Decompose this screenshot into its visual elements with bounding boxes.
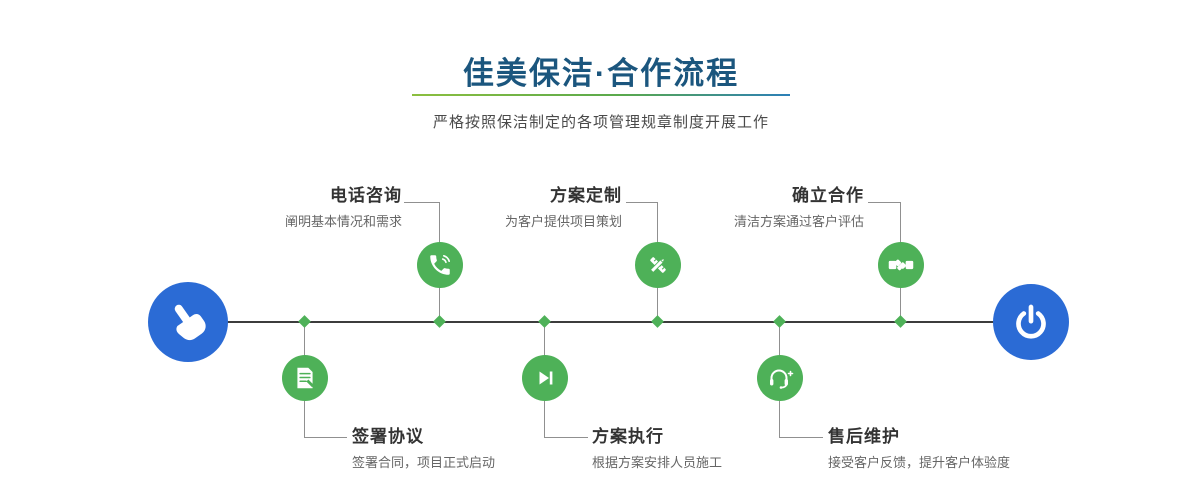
page-title: 佳美保洁·合作流程 <box>462 56 740 91</box>
step-label: 方案执行 <box>592 427 664 446</box>
step-label: 方案定制 <box>550 186 622 205</box>
timeline-diamond <box>651 315 664 328</box>
step-node-execute <box>522 355 568 401</box>
connector-line <box>868 202 901 203</box>
step-after-sales: 售后维护 接受客户反馈，提升客户体验度 <box>828 427 1010 470</box>
page-subtitle: 严格按照保洁制定的各项管理规章制度开展工作 <box>432 114 769 131</box>
step-description: 为客户提供项目策划 <box>504 214 622 229</box>
step-description: 根据方案安排人员施工 <box>592 455 723 470</box>
step-plan-customize: 方案定制 为客户提供项目策划 <box>505 186 622 229</box>
connector-line <box>779 437 823 438</box>
connector-line <box>304 437 347 438</box>
step-node-handshake <box>878 242 924 288</box>
connector-line <box>626 202 658 203</box>
step-description: 阐明基本情况和需求 <box>284 214 402 229</box>
step-establish-cooperation: 确立合作 清洁方案通过客户评估 <box>734 186 864 229</box>
step-label: 签署协议 <box>352 427 424 446</box>
step-phone-consult: 电话咨询 阐明基本情况和需求 <box>285 186 402 229</box>
contract-icon <box>292 365 318 391</box>
step-plan-execute: 方案执行 根据方案安排人员施工 <box>592 427 722 470</box>
step-sign-agreement: 签署协议 签署合同，项目正式启动 <box>352 427 495 470</box>
step-label: 电话咨询 <box>330 186 402 205</box>
connector-line <box>404 202 440 203</box>
hand-pointer-icon <box>166 300 210 344</box>
step-label: 售后维护 <box>828 427 900 446</box>
step-description: 签署合同，项目正式启动 <box>352 455 496 470</box>
timeline-diamond <box>538 315 551 328</box>
connector-line <box>544 437 588 438</box>
power-icon <box>1011 302 1051 342</box>
title-underline <box>412 94 790 96</box>
step-description: 清洁方案通过客户评估 <box>733 214 864 229</box>
timeline-diamond <box>433 315 446 328</box>
phone-icon <box>427 252 453 278</box>
timeline-start-node <box>148 282 228 362</box>
step-node-support <box>757 355 803 401</box>
step-description: 接受客户反馈，提升客户体验度 <box>828 455 1011 470</box>
timeline-axis <box>188 321 1031 323</box>
step-node-contract <box>282 355 328 401</box>
step-node-design <box>635 242 681 288</box>
step-node-phone <box>417 242 463 288</box>
timeline-end-node <box>993 284 1069 360</box>
play-icon <box>533 366 557 390</box>
headset-icon <box>767 366 794 391</box>
handshake-icon <box>887 251 915 279</box>
design-tools-icon <box>645 252 671 278</box>
timeline-diamond <box>298 315 311 328</box>
timeline-diamond <box>894 315 907 328</box>
timeline-diamond <box>773 315 786 328</box>
step-label: 确立合作 <box>792 186 864 205</box>
